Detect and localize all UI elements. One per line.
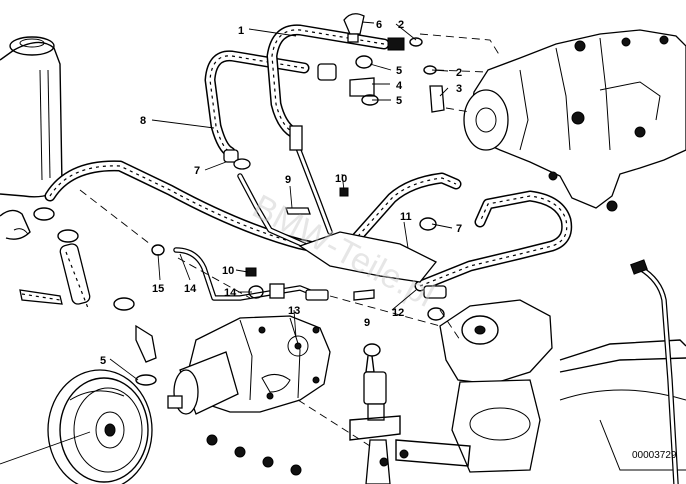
power-steering-pump [167, 315, 331, 415]
callout-5: 5 [100, 355, 106, 367]
fluid-reservoir [0, 36, 63, 240]
callout-13: 13 [288, 305, 300, 317]
callout-11: 11 [400, 211, 412, 223]
steering-gear-box [463, 29, 686, 212]
callout-15: 14 [184, 283, 197, 295]
callout-10: 10 [335, 173, 347, 185]
callout-14: 15 [152, 283, 164, 295]
callout-5: 5 [396, 65, 402, 77]
callouts: 1 6 2 2 5 4 3 5 8 7 9 10 11 7 10 14 15 1… [100, 19, 462, 367]
bottom-hardware [206, 343, 471, 484]
callout-9: 9 [285, 174, 291, 186]
callout-4: 4 [396, 80, 403, 92]
document-number: 00003729 [632, 450, 677, 461]
callout-8: 8 [140, 115, 146, 127]
pipe-9-bracket [237, 145, 438, 283]
callout-9: 9 [364, 317, 370, 329]
callout-2: 2 [398, 19, 404, 31]
lower-right-housings [439, 259, 686, 484]
leader-lines [0, 21, 501, 465]
callout-12: 12 [392, 307, 404, 319]
callout-6: 6 [376, 19, 382, 31]
callout-10: 10 [222, 265, 234, 277]
callout-14: 14 [224, 287, 237, 299]
callout-5: 5 [396, 95, 402, 107]
hose-12 [414, 190, 573, 292]
callout-7: 7 [194, 165, 200, 177]
callout-2: 2 [456, 67, 462, 79]
hose-8 [44, 160, 462, 260]
callout-1: 1 [238, 25, 244, 37]
callout-3: 3 [456, 83, 462, 95]
hose-1 [204, 24, 390, 158]
return-pipe-15 [173, 247, 323, 301]
callout-7: 7 [456, 223, 462, 235]
pump-pulley [47, 369, 153, 484]
